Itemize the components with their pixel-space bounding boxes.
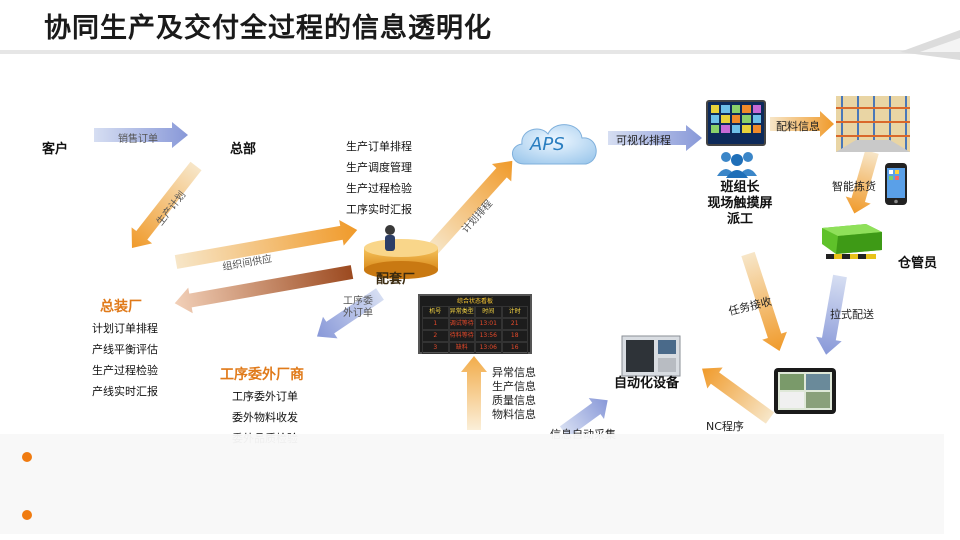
- list-item: 生产信息: [492, 380, 536, 393]
- node-final-assembly: 总装厂: [100, 299, 142, 315]
- arrow-pull-delivery: [816, 274, 847, 355]
- arrow-nc-program: [702, 367, 775, 424]
- list-item: 异常信息: [492, 366, 536, 379]
- node-automation-equipment: 自动化设备: [614, 376, 680, 391]
- list-item: 生产调度管理: [346, 161, 412, 174]
- board-cell: 异常类型: [448, 306, 475, 318]
- board-cell: 3: [422, 342, 449, 354]
- board-cell: 18: [501, 330, 528, 342]
- node-touch-screen: 现场触摸屏: [707, 196, 773, 211]
- cnc-machine-icon: [621, 335, 681, 377]
- arrow-org-supply: [174, 220, 358, 269]
- smartphone-icon: [885, 163, 907, 205]
- agv-cart-icon: [822, 224, 882, 259]
- list-item: 计划订单排程: [92, 322, 158, 335]
- board-info-list: 异常信息 生产信息 质量信息 物料信息: [492, 366, 536, 422]
- board-cell: 13:01: [475, 318, 502, 330]
- arrow-smart-picking: [845, 150, 879, 214]
- list-item: 工序实时汇报: [346, 203, 412, 216]
- board-cell: 13:56: [475, 330, 502, 342]
- list-item: 生产过程检验: [92, 364, 158, 377]
- label-visual-schedule: 可视化排程: [616, 134, 671, 147]
- arrow-outsource: [316, 288, 384, 339]
- board-cell: 缺料: [448, 342, 475, 354]
- arrow-plan-order: [131, 161, 202, 248]
- node-dispatch: 派工: [726, 212, 753, 227]
- arrow-return-supply: [174, 265, 354, 314]
- board-cell: 机号: [422, 306, 449, 318]
- arrow-visual-schedule: [608, 125, 702, 151]
- node-hq: 总部: [230, 142, 257, 157]
- board-cell: 21: [501, 318, 528, 330]
- board-cell: 待料等待: [448, 330, 475, 342]
- arrow-sales-order: [94, 122, 188, 148]
- board-cell: 计时: [501, 306, 528, 318]
- board-cell: 16: [501, 342, 528, 354]
- node-warehouse-keeper: 仓管员: [898, 256, 938, 271]
- board-header: 机号异常类型时间计时: [422, 306, 528, 318]
- board-cell: 1: [422, 318, 449, 330]
- supporting-factory-podium-icon: [364, 225, 438, 279]
- arrow-auto-collect: [559, 397, 608, 438]
- touch-terminal-screen: [706, 100, 766, 146]
- board-cell: 2: [422, 330, 449, 342]
- board-cell: 调试等待: [448, 318, 475, 330]
- tablet-device: [774, 368, 836, 414]
- aps-cloud-icon: [512, 124, 597, 165]
- list-item: 工序委外订单: [232, 390, 298, 403]
- list-item: 委外物料收发: [232, 411, 298, 424]
- assembly-task-list: 计划订单排程 产线平衡评估 生产过程检验 产线实时汇报: [92, 318, 158, 402]
- title-divider: [0, 50, 960, 54]
- team-group-icon: [717, 152, 757, 178]
- list-item: 生产订单排程: [346, 140, 412, 153]
- label-sales-order: 销售订单: [118, 134, 158, 145]
- list-item: 产线实时汇报: [92, 385, 158, 398]
- arrow-material-info: [770, 111, 834, 137]
- bottom-bullets-panel: [0, 434, 944, 534]
- list-item: 生产过程检验: [346, 182, 412, 195]
- node-outsource-vendor: 工序委外厂商: [220, 367, 304, 383]
- team-leader-block: 班组长 现场触摸屏 派工: [700, 180, 780, 228]
- arrow-plan-schedule: [426, 160, 513, 255]
- node-team-leader: 班组长: [720, 180, 760, 195]
- aps-label: APS: [530, 134, 565, 155]
- board-cell: 13:06: [475, 342, 502, 354]
- label-material-info: 配料信息: [776, 120, 820, 133]
- warehouse-shelves-icon: [836, 96, 910, 152]
- list-item: 质量信息: [492, 394, 536, 407]
- arrow-board-up: [461, 356, 487, 430]
- label-smart-picking: 智能拣货: [832, 180, 876, 193]
- board-cell: 时间: [475, 306, 502, 318]
- label-nc-program: NC程序: [706, 420, 744, 433]
- node-supporting-factory: 配套厂: [376, 272, 416, 287]
- board-title: 综合状态看板: [456, 298, 493, 305]
- label-process-outsource: 工序委外订单: [343, 296, 373, 319]
- page-curl-icon: [900, 30, 960, 60]
- hq-task-list: 生产订单排程 生产调度管理 生产过程检验 工序实时汇报: [346, 136, 412, 220]
- bullet-dot-2: [22, 510, 32, 520]
- label-pull-delivery: 拉式配送: [830, 308, 874, 321]
- node-customer: 客户: [42, 142, 69, 157]
- list-item: 产线平衡评估: [92, 343, 158, 356]
- arrow-task-accept: [741, 251, 787, 352]
- list-item: 物料信息: [492, 408, 536, 421]
- bullet-dot-1: [22, 452, 32, 462]
- page-title: 协同生产及交付全过程的信息透明化: [44, 13, 492, 44]
